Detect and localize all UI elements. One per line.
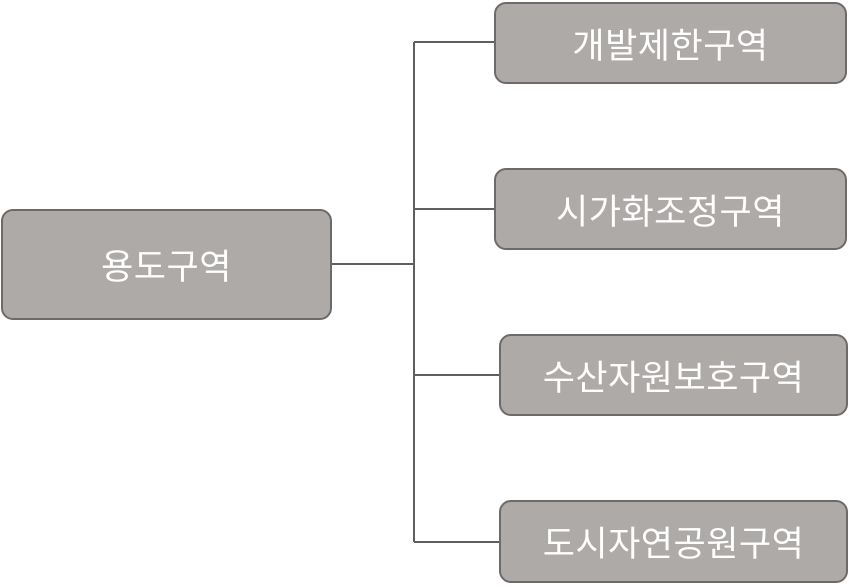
child-node-sigahwa-jojeong-guyeok: 시가화조정구역 xyxy=(494,168,847,250)
root-node-label: 용도구역 xyxy=(101,248,232,288)
child-node-label: 수산자원보호구역 xyxy=(542,358,805,399)
child-node-dosi-jayeon-gongwon-guyeok: 도시자연공원구역 xyxy=(499,500,848,583)
child-node-label: 개발제한구역 xyxy=(572,26,769,67)
child-node-label: 도시자연공원구역 xyxy=(542,525,805,565)
child-node-susan-jawon-boho-guyeok: 수산자원보호구역 xyxy=(499,334,848,416)
root-node-yongdo-guyeok: 용도구역 xyxy=(1,209,332,320)
child-node-label: 시가화조정구역 xyxy=(556,192,785,233)
child-node-gaebal-jehan-guyeok: 개발제한구역 xyxy=(494,2,847,84)
